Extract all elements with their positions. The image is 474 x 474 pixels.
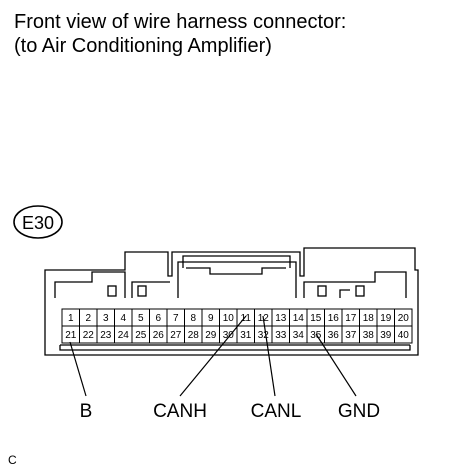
pin-label: 37 bbox=[345, 330, 357, 341]
pin-label: 23 bbox=[100, 330, 112, 341]
diagram-title: Front view of wire harness connector: (t… bbox=[14, 10, 346, 58]
pin-label: 9 bbox=[208, 313, 214, 324]
pin-label: 21 bbox=[65, 330, 77, 341]
pin-label: 34 bbox=[293, 330, 305, 341]
pin-label: 24 bbox=[118, 330, 130, 341]
pin-label: 17 bbox=[345, 313, 357, 324]
signal-label-gnd: GND bbox=[338, 401, 380, 422]
connector-id-label: E30 bbox=[22, 213, 54, 233]
pin-label: 30 bbox=[223, 330, 235, 341]
pin-label: 2 bbox=[85, 313, 91, 324]
connector-id-badge: E30 bbox=[13, 205, 63, 239]
figure-reference: C bbox=[8, 453, 17, 467]
pin-label: 4 bbox=[120, 313, 126, 324]
pin-label: 11 bbox=[241, 313, 252, 324]
title-line-2: (to Air Conditioning Amplifier) bbox=[14, 35, 272, 57]
pin-label: 38 bbox=[363, 330, 375, 341]
pin-label: 14 bbox=[293, 313, 305, 324]
signal-label-b: B bbox=[80, 401, 93, 422]
signal-label-canl: CANL bbox=[251, 401, 302, 422]
pin-label: 32 bbox=[258, 330, 270, 341]
leader-line-gnd bbox=[315, 333, 357, 397]
pin-label: 31 bbox=[240, 330, 252, 341]
pin-row-top: 1 2 3 4 5 6 7 8 9 10 11 12 13 14 15 16 1… bbox=[68, 313, 409, 324]
pin-label: 5 bbox=[138, 313, 144, 324]
pin-label: 15 bbox=[310, 313, 322, 324]
leader-line-canl bbox=[262, 315, 276, 397]
signal-leader-lines bbox=[69, 315, 357, 397]
pin-label: 16 bbox=[328, 313, 340, 324]
pin-label: 28 bbox=[188, 330, 200, 341]
pin-row-bottom: 21 22 23 24 25 26 27 28 29 30 31 32 33 3… bbox=[65, 330, 409, 341]
pin-label: 3 bbox=[103, 313, 109, 324]
pin-label: 8 bbox=[190, 313, 196, 324]
pin-label: 19 bbox=[380, 313, 392, 324]
pin-label: 33 bbox=[275, 330, 287, 341]
pin-label: 18 bbox=[363, 313, 375, 324]
pin-label: 7 bbox=[173, 313, 179, 324]
pin-label: 6 bbox=[155, 313, 161, 324]
pin-label: 39 bbox=[380, 330, 392, 341]
connector-housing bbox=[44, 247, 419, 356]
leader-line-b bbox=[69, 341, 87, 397]
pin-label: 25 bbox=[135, 330, 147, 341]
pin-label: 35 bbox=[310, 330, 322, 341]
signal-labels: B CANH CANL GND bbox=[80, 401, 380, 422]
pin-label: 13 bbox=[275, 313, 287, 324]
pin-label: 26 bbox=[153, 330, 165, 341]
leader-line-canh bbox=[179, 315, 247, 397]
pin-label: 10 bbox=[223, 313, 235, 324]
signal-label-canh: CANH bbox=[153, 401, 207, 422]
pin-label: 29 bbox=[205, 330, 217, 341]
pin-label: 20 bbox=[398, 313, 410, 324]
pin-label: 40 bbox=[398, 330, 410, 341]
pin-label: 36 bbox=[328, 330, 340, 341]
pin-label: 1 bbox=[68, 313, 74, 324]
pin-label: 27 bbox=[170, 330, 182, 341]
title-line-1: Front view of wire harness connector: bbox=[14, 11, 347, 33]
pin-label: 22 bbox=[83, 330, 95, 341]
